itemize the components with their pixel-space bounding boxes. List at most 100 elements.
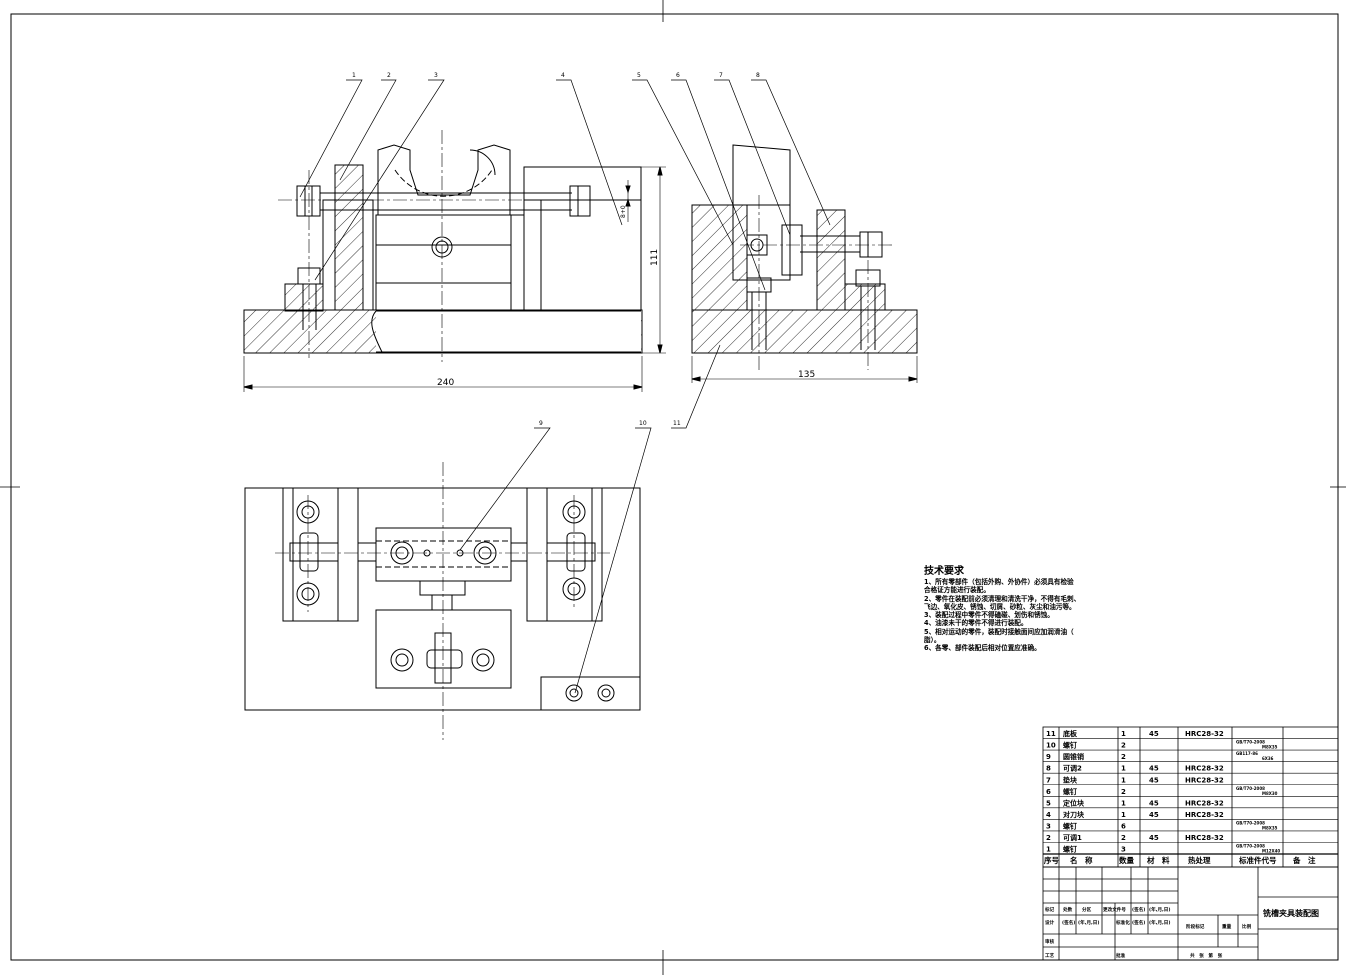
tb-count: 处数 <box>1062 906 1073 913</box>
bom-cell-std-size: M8X35 <box>1262 825 1278 830</box>
bom-cell-heat: HRC28-32 <box>1185 811 1224 819</box>
bom-cell-no: 3 <box>1046 822 1051 830</box>
bom-cell-qty: 1 <box>1121 811 1126 819</box>
bom-cell-qty: 2 <box>1121 834 1126 842</box>
bom-header-qty: 数量 <box>1119 855 1135 865</box>
bom-cell-std-code: GB/T70-2008 <box>1236 786 1265 791</box>
bom-cell-heat: HRC28-32 <box>1185 776 1224 784</box>
bom-cell-no: 11 <box>1046 730 1056 738</box>
bom-cell-name: 螺钉 <box>1063 787 1077 796</box>
tb-mark: 标记 <box>1044 906 1055 913</box>
bom-cell-name: 螺钉 <box>1063 741 1077 750</box>
tb-sheets: 共 张 第 张 <box>1190 952 1223 959</box>
bom-cell-mat: 45 <box>1149 834 1159 842</box>
bom-header-material: 材 料 <box>1147 855 1170 865</box>
bom-header-heat: 热处理 <box>1188 855 1211 865</box>
bom-cell-name: 螺钉 <box>1063 845 1077 854</box>
tb-zone: 分区 <box>1082 906 1092 913</box>
tb-standard-sign: (签名) <box>1132 919 1145 926</box>
bom-cell-std-code: GB117-86 <box>1236 751 1258 756</box>
tb-date: (年,月,日) <box>1149 906 1170 913</box>
balloon-3: 3 <box>434 72 438 79</box>
bom-cell-std-size: M12X40 <box>1262 849 1280 854</box>
bom-cell-mat: 45 <box>1149 765 1159 773</box>
tech-line-2: 合格证方能进行装配。 <box>924 586 990 595</box>
bom-cell-std-code: GB/T70-2008 <box>1236 820 1265 825</box>
bom-cell-no: 2 <box>1046 834 1051 842</box>
bom-cell-mat: 45 <box>1149 799 1159 807</box>
technical-requirements: 技术要求 1、所有零部件（包括外购、外协件）必须具有检验 合格证方能进行装配。 … <box>924 566 1129 653</box>
tb-approve: 批准 <box>1116 952 1126 959</box>
bom-cell-qty: 2 <box>1121 742 1126 750</box>
front-view-dimensions: 240 111 8+0 <box>437 205 660 388</box>
tb-standard: 标准化 <box>1115 919 1130 926</box>
balloon-5: 5 <box>637 72 641 79</box>
bom-cell-heat: HRC28-32 <box>1185 834 1224 842</box>
tb-design-sign: (签名) <box>1062 919 1075 926</box>
bom-cell-name: 可调1 <box>1063 833 1082 842</box>
balloon-1: 1 <box>352 72 356 79</box>
bom-cell-std-size: 6X36 <box>1262 756 1274 761</box>
balloon-10: 10 <box>639 420 647 427</box>
tech-requirements-title: 技术要求 <box>924 566 964 577</box>
bom-header-name: 名 称 <box>1070 855 1093 865</box>
bom-cell-heat: HRC28-32 <box>1185 730 1224 738</box>
bom-cell-std-size: M8X30 <box>1262 791 1278 796</box>
bom-grid <box>1042 726 1339 868</box>
dim-240: 240 <box>437 378 454 388</box>
bom-cell-qty: 2 <box>1121 788 1126 796</box>
dim-135: 135 <box>798 370 815 380</box>
bom-cell-no: 4 <box>1046 811 1051 819</box>
bom-cell-no: 10 <box>1046 742 1056 750</box>
tech-line-8: 脂）。 <box>924 636 941 645</box>
bom-cell-mat: 45 <box>1149 776 1159 784</box>
dim-111: 111 <box>650 249 660 266</box>
tech-line-3: 2、零件在装配前必须清理和清洗干净，不得有毛刺、 <box>924 594 1081 603</box>
balloon-8: 8 <box>756 72 760 79</box>
bom-cell-name: 底板 <box>1063 729 1078 738</box>
bom-cell-mat: 45 <box>1149 811 1159 819</box>
bom-cell-name: 圆锥销 <box>1063 752 1084 761</box>
side-view <box>691 144 918 383</box>
bom-cell-no: 7 <box>1046 776 1051 784</box>
bom-cell-name: 定位块 <box>1063 798 1085 807</box>
tech-line-7: 5、相对运动的零件，装配时接触面间应加润滑油（ <box>924 627 1074 636</box>
bom-cell-heat: HRC28-32 <box>1185 765 1224 773</box>
bom-cell-std-size: M8X35 <box>1262 745 1278 750</box>
tech-line-9: 6、各零、部件装配后相对位置应准确。 <box>924 644 1041 653</box>
bom-cell-no: 8 <box>1046 765 1051 773</box>
tech-line-1: 1、所有零部件（包括外购、外协件）必须具有检验 <box>924 578 1074 586</box>
bom-cell-name: 螺钉 <box>1063 821 1077 830</box>
tb-design-date: (年,月,日) <box>1078 919 1099 926</box>
title-block-text: 标记 处数 分区 更改文件号 (签名) (年,月,日) 设计 (签名) (年,月… <box>1044 906 1319 959</box>
bom-cell-mat: 45 <box>1149 730 1159 738</box>
tb-review: 审核 <box>1045 938 1055 945</box>
bom-cell-no: 6 <box>1046 788 1051 796</box>
bom-cell-heat: HRC28-32 <box>1185 799 1224 807</box>
bom-cell-qty: 1 <box>1121 799 1126 807</box>
balloon-labels: 1 2 3 4 5 6 7 8 9 10 11 <box>352 72 760 427</box>
bom-cell-qty: 1 <box>1121 776 1126 784</box>
bom-cell-qty: 3 <box>1121 846 1126 854</box>
balloon-7: 7 <box>719 72 723 79</box>
tb-standard-date: (年,月,日) <box>1149 919 1170 926</box>
bom-cell-name: 可调2 <box>1063 764 1082 773</box>
bom-cell-qty: 2 <box>1121 753 1126 761</box>
tech-line-5: 3、装配过程中零件不得磕碰、划伤和锈蚀。 <box>924 611 1054 620</box>
balloon-6: 6 <box>676 72 680 79</box>
front-view <box>243 130 666 392</box>
bom-cell-no: 5 <box>1046 799 1051 807</box>
tech-line-6: 4、油漆未干的零件不得进行装配。 <box>924 619 1028 628</box>
bom-cell-name: 对刀块 <box>1063 810 1085 819</box>
tb-stage-mark: 阶段标记 <box>1186 923 1205 930</box>
bom-cell-no: 9 <box>1046 753 1051 761</box>
bom-cell-qty: 1 <box>1121 730 1126 738</box>
bom-cell-std-code: GB/T70-2008 <box>1236 844 1265 849</box>
balloon-11: 11 <box>673 420 681 427</box>
drawing-title: 铣槽夹具装配图 <box>1263 908 1319 918</box>
bom-header: 序号 名 称 数量 材 料 热处理 标准件代号 备 注 <box>1044 855 1316 865</box>
leader-lines <box>299 79 831 694</box>
